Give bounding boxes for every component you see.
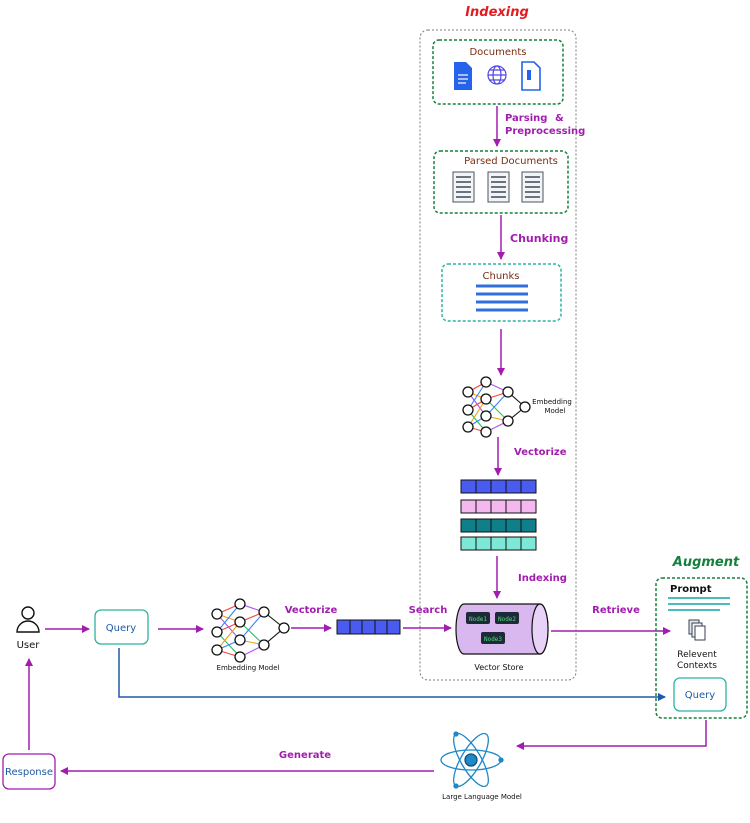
prompt-lines-icon bbox=[668, 597, 730, 611]
vector-store: Node1 Node2 Node3 bbox=[455, 603, 549, 655]
parsed-page-icon bbox=[521, 171, 544, 203]
response-box bbox=[2, 753, 56, 790]
augment-title: Augment bbox=[672, 555, 740, 570]
generate-label: Generate bbox=[279, 750, 331, 761]
prompt-label: Prompt bbox=[670, 584, 712, 595]
node-box bbox=[481, 632, 505, 644]
chunking-label: Chunking bbox=[510, 232, 568, 245]
augment-query-box bbox=[673, 677, 727, 712]
relevant-label-1: Relevent bbox=[677, 650, 717, 660]
vector-row-blue bbox=[460, 479, 537, 494]
parsing-label-amp: & bbox=[555, 113, 564, 124]
parsed-documents-box bbox=[433, 150, 569, 214]
neural-network-icon bbox=[211, 598, 290, 663]
node-label: Node1 bbox=[469, 616, 487, 623]
node-box bbox=[466, 612, 490, 624]
documents-box bbox=[432, 39, 564, 105]
parsing-label-2: Preprocessing bbox=[505, 126, 585, 137]
parsing-label-1: Parsing bbox=[505, 113, 547, 124]
chunk-lines-icon bbox=[476, 284, 528, 312]
user-label: User bbox=[17, 640, 41, 651]
vector-row-mint bbox=[460, 536, 537, 551]
augment-box bbox=[655, 577, 748, 719]
indexing-title: Indexing bbox=[465, 5, 529, 20]
response-label: Response bbox=[5, 767, 53, 778]
query-box bbox=[94, 609, 149, 645]
query-vector bbox=[336, 619, 401, 635]
embedding-model-label-1: Embedding bbox=[532, 398, 572, 406]
documents-label: Documents bbox=[469, 47, 526, 58]
augment-to-llm-arrow bbox=[516, 720, 707, 750]
retrieve-label: Retrieve bbox=[592, 605, 640, 616]
globe-icon bbox=[487, 65, 507, 85]
contexts-pages-icon bbox=[688, 619, 706, 641]
indexing-step-label: Indexing bbox=[518, 573, 567, 584]
parsed-documents-label: Parsed Documents bbox=[464, 156, 558, 167]
indexing-group-border bbox=[419, 29, 577, 681]
search-label: Search bbox=[409, 605, 448, 616]
file-icon bbox=[521, 61, 541, 91]
query-label: Query bbox=[106, 623, 136, 634]
embedding-model-label: Embedding Model bbox=[217, 664, 280, 672]
embedding-model-label-2: Model bbox=[544, 407, 565, 415]
atom-icon bbox=[440, 731, 504, 789]
vector-row-teal bbox=[460, 518, 537, 533]
neural-network-icon bbox=[462, 376, 531, 438]
vector-store-label: Vector Store bbox=[474, 663, 523, 672]
document-icon bbox=[454, 62, 472, 90]
relevant-label-2: Contexts bbox=[677, 661, 717, 671]
parsed-page-icon bbox=[487, 171, 510, 203]
query-vectorize-label: Vectorize bbox=[285, 605, 338, 616]
node-label: Node2 bbox=[498, 616, 516, 623]
llm-label: Large Language Model bbox=[442, 793, 522, 801]
chunks-label: Chunks bbox=[483, 271, 520, 282]
parsed-page-icon bbox=[452, 171, 475, 203]
node-box bbox=[495, 612, 519, 624]
vector-rows bbox=[460, 479, 537, 551]
vectorize-label: Vectorize bbox=[514, 447, 567, 458]
user-icon bbox=[16, 606, 40, 633]
query-to-augment-line bbox=[118, 648, 666, 701]
node-label: Node3 bbox=[484, 636, 502, 643]
augment-query-label: Query bbox=[685, 690, 715, 701]
vector-row-pink bbox=[460, 499, 537, 514]
